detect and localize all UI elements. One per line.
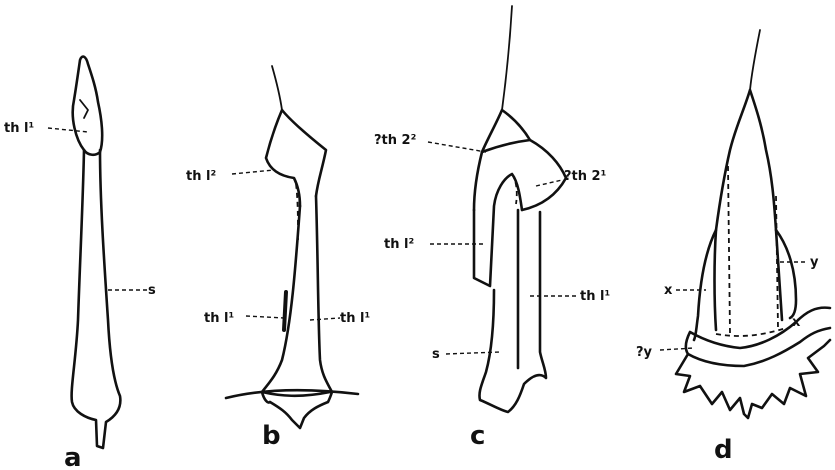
panel-b-shaft [262, 196, 332, 392]
panel-a-letter: a [64, 443, 82, 470]
panel-d-leader-yq [660, 348, 694, 350]
panel-b-leader-th12 [232, 170, 274, 174]
panel-b-base [226, 390, 358, 428]
panel-a: th l¹ s a [4, 57, 156, 470]
panel-c-label-th12: th l² [384, 237, 414, 252]
panel-c-label-th11: th l¹ [580, 289, 610, 304]
panel-c-leader-th22 [428, 142, 486, 152]
panel-c-leader-th21 [536, 180, 562, 186]
panel-b-upper [266, 110, 326, 206]
panel-b-label-th12: th l² [186, 169, 216, 184]
panel-c-shaft [479, 210, 546, 412]
panel-c-letter: c [470, 421, 485, 451]
panel-b-filament [272, 66, 282, 110]
panel-b-letter: b [262, 421, 281, 451]
panel-a-tip-notch [80, 100, 88, 118]
panel-d-sheath [715, 90, 783, 330]
panel-d-inner-dash-left [728, 166, 730, 334]
panel-a-tip [73, 57, 102, 155]
panel-a-leader-th1 [48, 128, 88, 132]
panel-c-label-th21: ?th 2¹ [564, 169, 606, 184]
panel-b-dark-band [284, 292, 286, 330]
panel-c: ?th 2² ?th 2¹ th l² th l¹ s c [374, 6, 610, 451]
panel-d-filament [750, 30, 760, 90]
panel-b: th l² th l¹ th l¹ b [186, 66, 370, 451]
panel-d-letter: d [714, 435, 733, 465]
panel-d-label-yq: ?y [636, 345, 653, 360]
panel-b-label-th1-left: th l¹ [204, 311, 234, 326]
panel-b-leader-th1-left [246, 316, 284, 318]
panel-b-leader-th1-right [310, 318, 340, 320]
panel-a-label-th1: th l¹ [4, 121, 34, 136]
panel-d-outer-left [694, 230, 716, 340]
panel-c-label-s: s [432, 347, 440, 362]
panel-c-left-flap [474, 174, 522, 286]
panel-b-label-th1-right: th l¹ [340, 311, 370, 326]
panel-a-label-s: s [148, 283, 156, 298]
panel-d-inner-dash-base [716, 328, 786, 336]
panel-c-cap [482, 110, 530, 152]
panel-c-filament [502, 6, 512, 110]
panel-d-label-x-right: x [792, 315, 801, 330]
panel-d-label-y: y [810, 255, 819, 270]
panel-d: y x x ?y d [636, 30, 830, 465]
panel-c-leader-s [446, 352, 500, 354]
panel-d-inner-dash-right [776, 196, 778, 328]
panel-c-label-th22: ?th 2² [374, 133, 416, 148]
panel-a-outline [72, 150, 121, 448]
panel-d-label-x-left: x [664, 283, 673, 298]
panel-d-spiky-base [676, 340, 830, 418]
